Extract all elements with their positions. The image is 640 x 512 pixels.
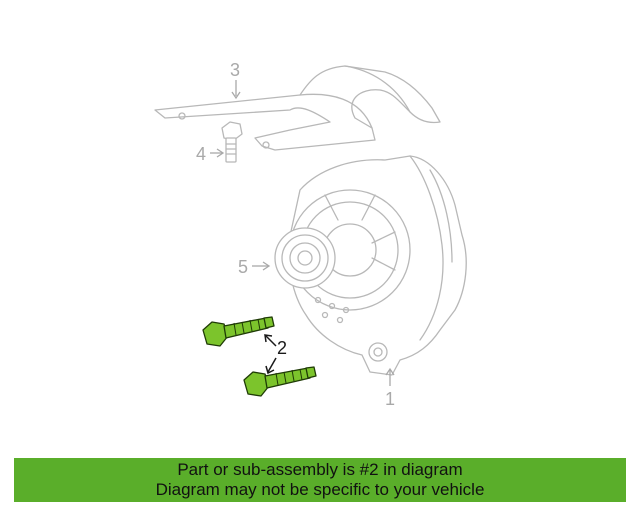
heat-shield-bracket (154, 65, 441, 151)
callout-4: 4 (196, 144, 206, 164)
banner-line-part: Part or sub-assembly is #2 in diagram (177, 460, 463, 479)
small-bolt (221, 121, 243, 163)
callout-leaders (210, 80, 395, 386)
banner-line-disclaimer: Diagram may not be specific to your vehi… (155, 480, 485, 499)
alternator (274, 155, 467, 376)
mounting-bolt-lower[interactable] (243, 366, 317, 397)
callout-1: 1 (385, 389, 395, 409)
mounting-bolt-upper[interactable] (202, 316, 275, 347)
info-banner: Part or sub-assembly is #2 in diagram Di… (14, 458, 626, 502)
parts-diagram: 3 4 5 2 1 (154, 60, 467, 409)
callout-3: 3 (230, 60, 240, 80)
callout-5: 5 (238, 257, 248, 277)
callout-2[interactable]: 2 (277, 338, 287, 358)
